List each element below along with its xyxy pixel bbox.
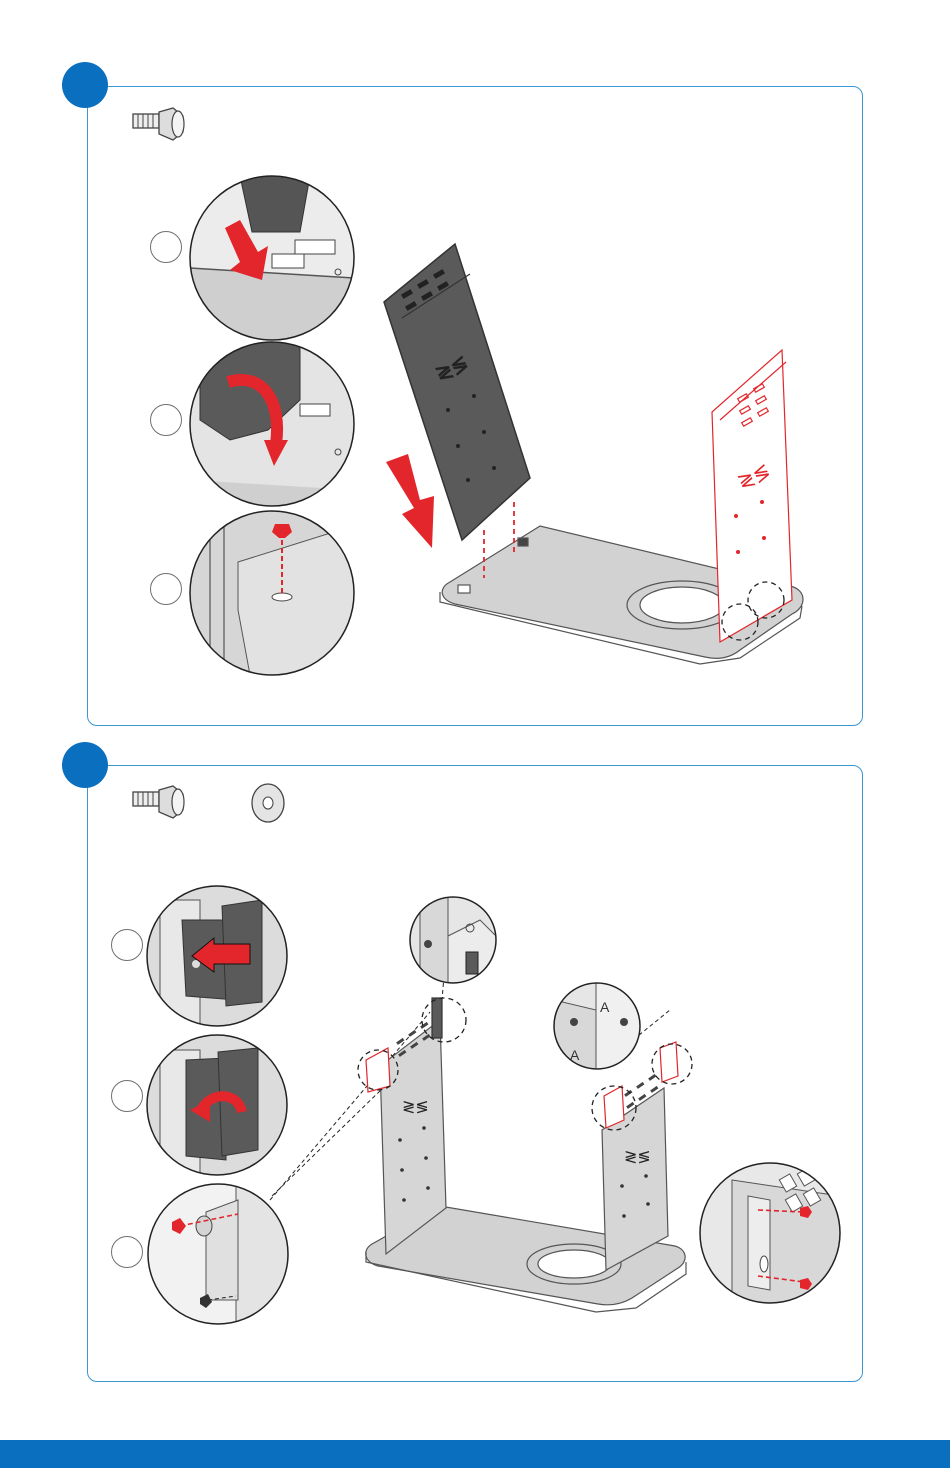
footer-bar — [0, 1440, 950, 1468]
svg-text:≷≶: ≷≶ — [402, 1099, 429, 1116]
left-side-panel: ≷≶ — [366, 998, 446, 1254]
svg-text:≷≶: ≷≶ — [624, 1149, 651, 1166]
bolt-icon — [133, 786, 184, 818]
washer-icon — [252, 784, 284, 822]
zoom-label-a-1: A — [600, 999, 610, 1015]
right-side-panel: ≷≶ — [602, 1042, 678, 1270]
